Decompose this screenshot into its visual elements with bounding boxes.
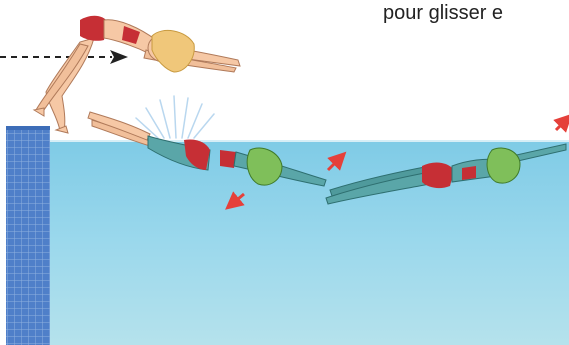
pool-edge-tiles [6,128,50,345]
splash-icon [136,96,214,138]
dashed-arrow-icon [0,50,128,64]
diver-takeoff-figure [34,16,240,133]
pool-edge-top [6,126,50,130]
arrow-up-right-icon-2 [556,120,566,130]
